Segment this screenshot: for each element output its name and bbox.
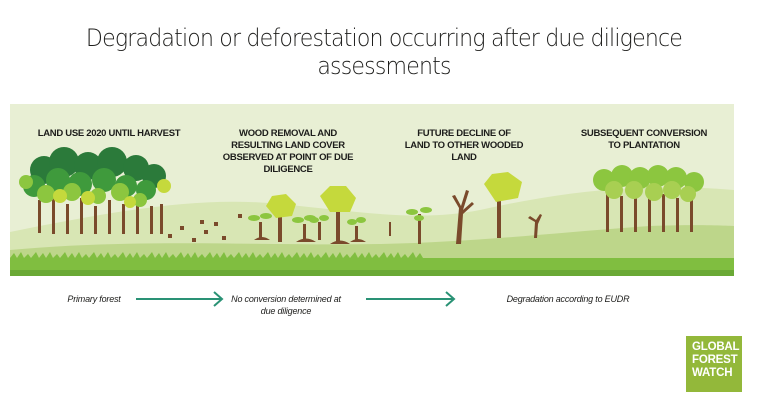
- grass-base: [10, 270, 734, 276]
- flow-arrows: [136, 291, 456, 307]
- page-title: Degradation or deforestation occurring a…: [85, 24, 683, 80]
- arrow-2-head: [445, 291, 456, 307]
- global-forest-watch-logo: GLOBAL FOREST WATCH: [686, 336, 742, 392]
- tree-stumps: [168, 214, 242, 242]
- logo-line-3: WATCH: [692, 367, 733, 379]
- flow-label-degradation: Degradation according to EUDR: [506, 294, 630, 304]
- declining-trees: [389, 172, 542, 244]
- stage-label-land-use: LAND USE 2020 UNTIL HARVEST: [37, 128, 181, 139]
- stage-label-conversion: SUBSEQUENT CONVERSION TO PLANTATION: [580, 128, 708, 151]
- plantation-trees: [593, 165, 704, 232]
- stage-label-future-decline: FUTURE DECLINE OF LAND TO OTHER WOODED L…: [404, 128, 524, 163]
- stage-label-wood-removal: WOOD REMOVAL AND RESULTING LAND COVER OB…: [222, 128, 354, 175]
- flow-label-no-conversion: No conversion determined at due diligenc…: [231, 294, 341, 316]
- flow-label-primary-forest: Primary forest: [67, 294, 121, 304]
- logo-line-1: GLOBAL: [692, 341, 740, 353]
- arrow-1-head: [213, 291, 224, 307]
- wood-removal-trees: [248, 186, 366, 244]
- logo-line-2: FOREST: [692, 354, 738, 366]
- primary-forest-trees: [19, 147, 171, 234]
